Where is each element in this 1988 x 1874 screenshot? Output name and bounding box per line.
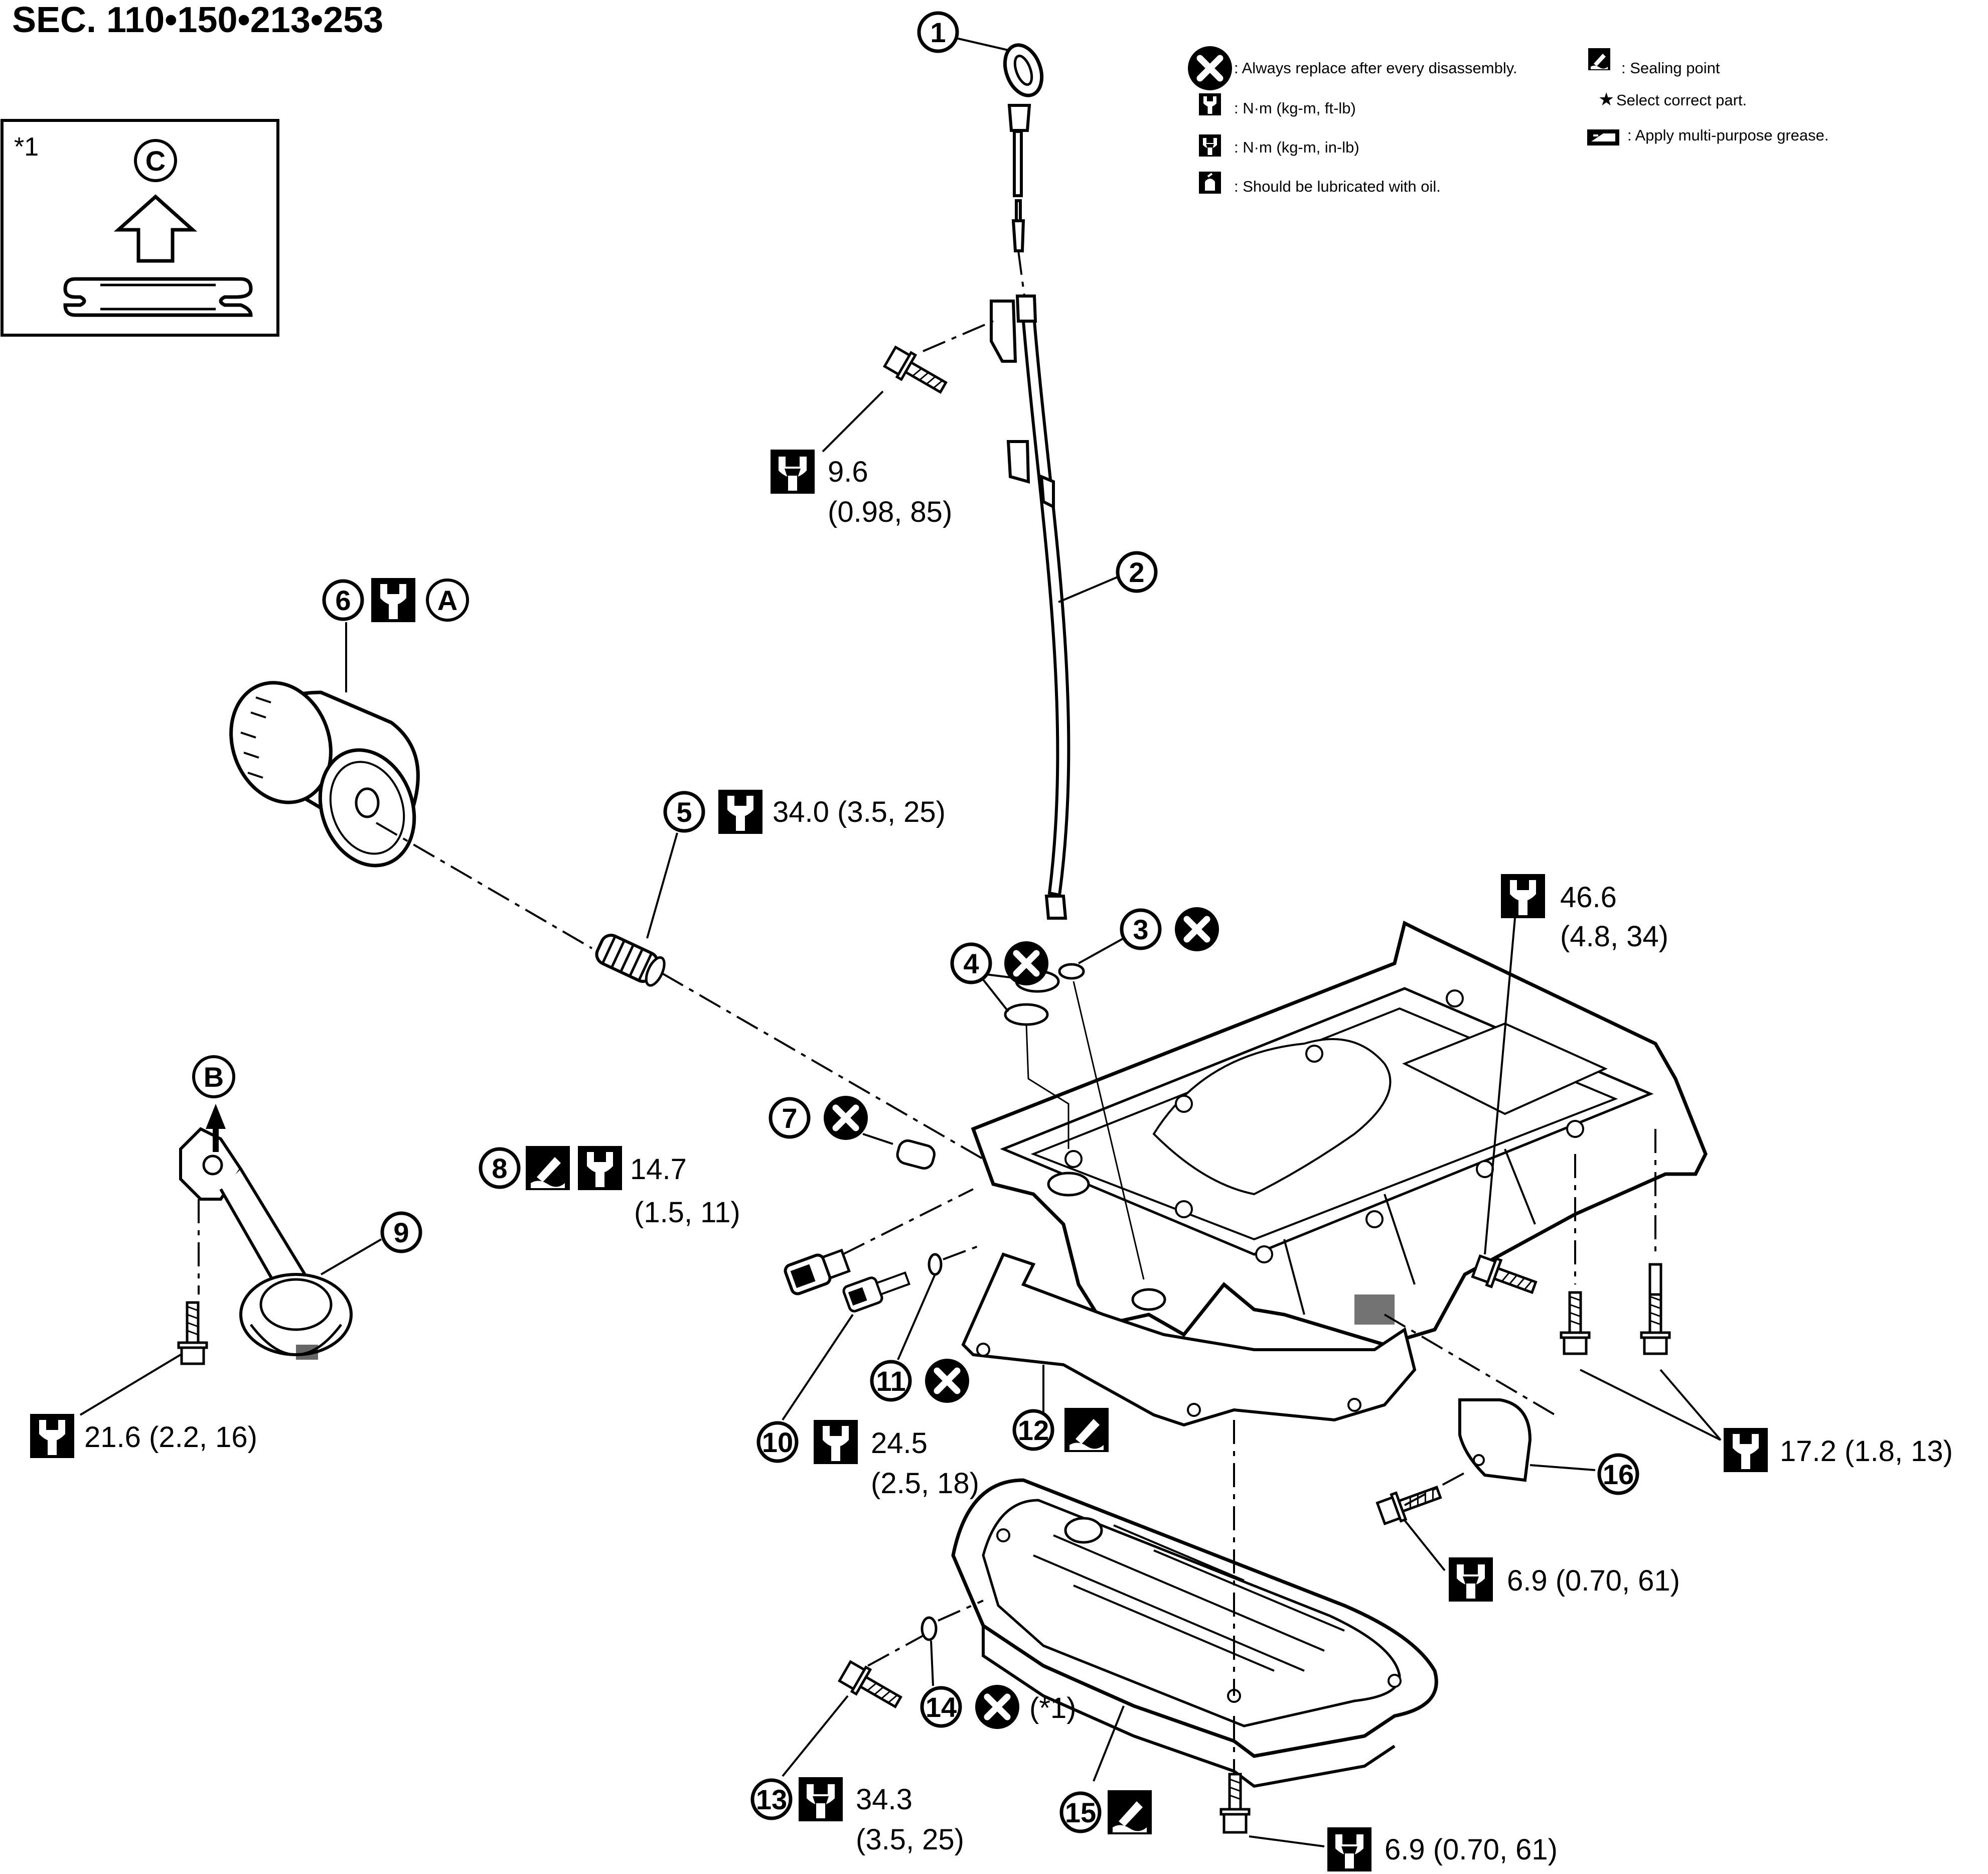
drain-plug-washer: [921, 1616, 938, 1641]
torque-10-units: (2.5, 18): [871, 1467, 979, 1500]
torque-17: 17.2 (1.8, 13): [1780, 1435, 1953, 1468]
legend: : Always replace after every disassembly…: [1188, 46, 1829, 195]
legend-grease: : Apply multi-purpose grease.: [1627, 126, 1829, 144]
legend-sealing: : Sealing point: [1621, 59, 1720, 77]
up-arrow-icon: [113, 194, 198, 263]
legend-torque-ftlb: : N·m (kg-m, ft-lb): [1234, 99, 1356, 117]
torque-9: 21.6 (2.2, 16): [84, 1421, 257, 1454]
oil-can-icon: [1199, 172, 1221, 194]
callout-14: 14: [926, 1691, 957, 1723]
lower-pan-bolt: [1219, 1773, 1251, 1834]
washer-11: [928, 1253, 943, 1276]
torque-13-units: (3.5, 25): [856, 1823, 964, 1856]
torque-wrench-icon: [771, 450, 815, 494]
callout-7: 7: [782, 1102, 797, 1134]
torque-5: 34.0 (3.5, 25): [773, 796, 946, 828]
callout-10: 10: [762, 1426, 793, 1458]
callout-12: 12: [1018, 1414, 1049, 1446]
torque-10-value: 24.5: [871, 1427, 928, 1460]
pan-bolt-17a: [1561, 1292, 1589, 1354]
callout-6: 6: [335, 585, 351, 616]
oil-filter: [229, 681, 420, 868]
torque-dipstick-units: (0.98, 85): [828, 496, 952, 528]
callout-c: C: [145, 145, 166, 177]
torque-8-units: (1.5, 11): [634, 1196, 740, 1229]
callout-9: 9: [393, 1217, 409, 1248]
upper-oil-pan-gasket: [961, 1252, 1417, 1427]
callout-4: 4: [963, 948, 979, 979]
torque-13-value: 34.3: [856, 1783, 912, 1816]
callout-16: 16: [1603, 1459, 1634, 1490]
callout-8: 8: [492, 1152, 507, 1184]
inset-box: *1 C: [1, 119, 279, 337]
guide-bolt: [883, 345, 950, 399]
callout-13: 13: [756, 1784, 787, 1815]
torque-dipstick-value: 9.6: [828, 456, 868, 488]
torque-46-value: 46.6: [1560, 881, 1617, 914]
legend-replace: : Always replace after every disassembly…: [1234, 59, 1517, 77]
o-ring-4b: [1004, 1003, 1049, 1026]
plug-7: [896, 1139, 936, 1170]
callout-b: B: [204, 1061, 224, 1093]
baffle-plate: [1458, 1398, 1532, 1482]
strainer-bolt: [179, 1303, 207, 1364]
torque-46-units: (4.8, 34): [1560, 920, 1668, 953]
legend-torque-inlb: : N·m (kg-m, in-lb): [1234, 138, 1359, 156]
star-icon: ★: [1598, 89, 1614, 109]
drain-washer-section: [63, 277, 253, 317]
section-title: SEC. 110•150•213•253: [12, 0, 383, 40]
pan-bolt-17b: [1641, 1263, 1669, 1354]
callout-5: 5: [676, 796, 692, 828]
oil-filter-connector-bolt: [595, 934, 666, 987]
drain-plug: [838, 1659, 905, 1714]
inset-label: *1: [14, 132, 39, 162]
callout-3: 3: [1133, 914, 1148, 945]
oil-pressure-switch: [784, 1248, 851, 1295]
torque-bottom: 6.9 (0.70, 61): [1385, 1833, 1558, 1866]
grease-icon: [1587, 129, 1619, 146]
oil-strainer: [179, 1127, 353, 1360]
pan-bolt-46: [1472, 1253, 1539, 1301]
oil-temperature-sensor: [842, 1271, 910, 1313]
callout-15: 15: [1065, 1797, 1096, 1828]
callout-a: A: [437, 585, 457, 616]
oil-level-gauge: [1003, 43, 1044, 252]
o-ring-3: [1058, 963, 1085, 980]
legend-oil: : Should be lubricated with oil.: [1234, 178, 1441, 195]
torque-8-value: 14.7: [630, 1153, 687, 1186]
upper-oil-pan: [971, 920, 1708, 1347]
callout-11: 11: [876, 1365, 905, 1397]
callout-1: 1: [930, 17, 946, 48]
oil-level-gauge-guide: [990, 295, 1071, 920]
torque-16: 6.9 (0.70, 61): [1507, 1564, 1680, 1597]
direction-arrow-b: [206, 1104, 226, 1152]
torque-14-note: (*1): [1029, 1692, 1076, 1724]
legend-select: Select correct part.: [1616, 91, 1747, 109]
callout-2: 2: [1129, 556, 1144, 588]
lower-oil-pan: [951, 1478, 1438, 1788]
